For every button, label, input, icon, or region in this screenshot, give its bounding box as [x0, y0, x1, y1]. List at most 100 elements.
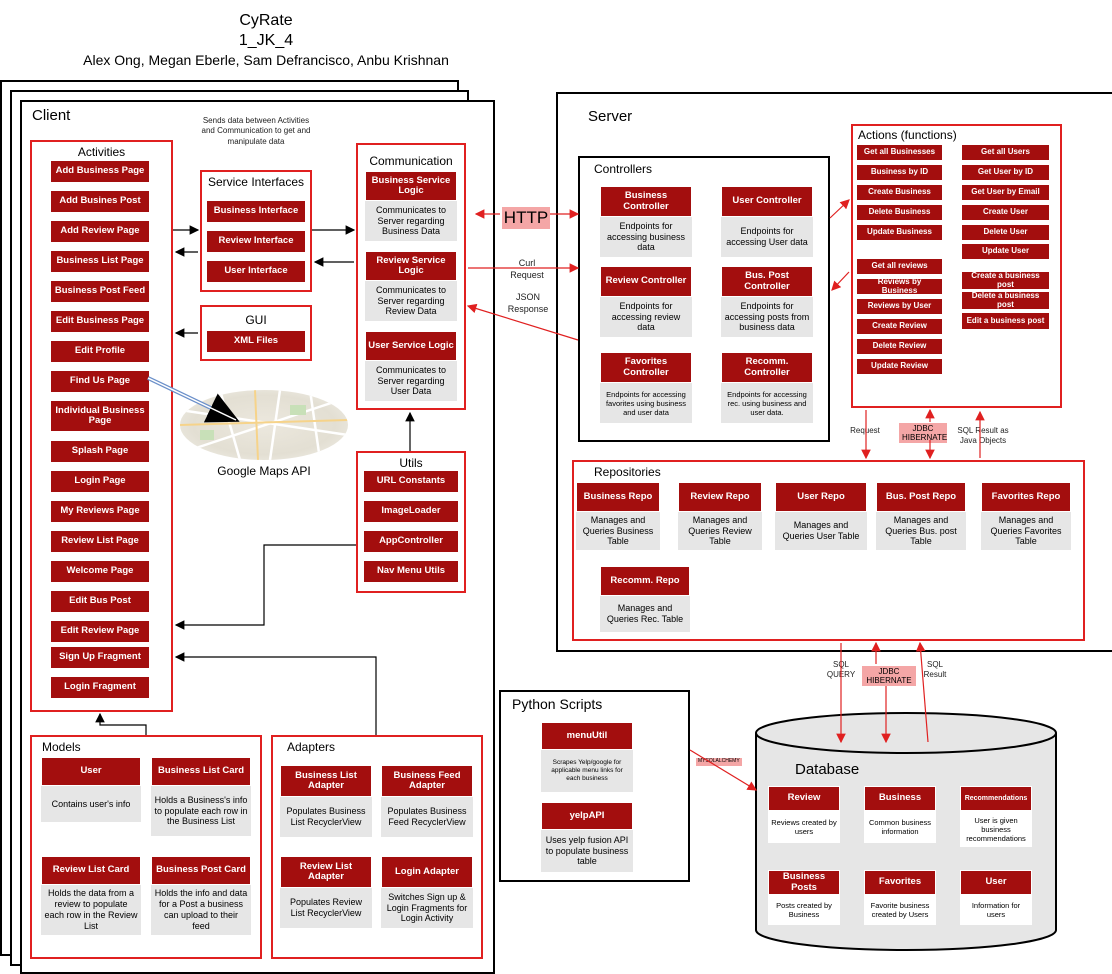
action-update-business[interactable]: Update Business: [856, 224, 943, 241]
activity-splash-page[interactable]: Splash Page: [50, 440, 150, 463]
activity-add-business-post[interactable]: Add Busines Post: [50, 190, 150, 213]
activity-sign-up-fragment[interactable]: Sign Up Fragment: [50, 646, 150, 669]
activity-business-post-feed[interactable]: Business Post Feed: [50, 280, 150, 303]
util-image-loader[interactable]: ImageLoader: [363, 500, 459, 523]
db-user-desc: Information for users: [960, 895, 1032, 925]
user-interface[interactable]: User Interface: [206, 260, 306, 283]
adapter-business-feed[interactable]: Business Feed Adapter: [381, 765, 473, 797]
activity-edit-business-page[interactable]: Edit Business Page: [50, 310, 150, 333]
action-create-user[interactable]: Create User: [961, 204, 1050, 221]
action-update-review[interactable]: Update Review: [856, 358, 943, 375]
util-app-controller[interactable]: AppController: [363, 530, 459, 553]
repo-recomm-desc: Manages and Queries Rec. Table: [600, 596, 690, 632]
action-create-review[interactable]: Create Review: [856, 318, 943, 335]
repo-user[interactable]: User Repo: [775, 482, 867, 512]
client-title: Client: [32, 107, 71, 124]
review-service-logic[interactable]: Review Service Logic: [365, 251, 457, 281]
activity-edit-review-page[interactable]: Edit Review Page: [50, 620, 150, 643]
action-business-by-id[interactable]: Business by ID: [856, 164, 943, 181]
model-business-post-card[interactable]: Business Post Card: [151, 856, 251, 885]
repo-review-desc: Manages and Queries Review Table: [678, 512, 762, 550]
action-delete-review[interactable]: Delete Review: [856, 338, 943, 355]
models-title: Models: [42, 740, 81, 754]
business-interface[interactable]: Business Interface: [206, 200, 306, 223]
adapter-review-list[interactable]: Review List Adapter: [280, 856, 372, 888]
db-jdbc-hibernate-label: JDBC HIBERNATE: [862, 666, 916, 687]
activity-welcome-page[interactable]: Welcome Page: [50, 560, 150, 583]
mysqlalchemy-label: MYSQLALCHEMY: [696, 758, 742, 766]
repo-review[interactable]: Review Repo: [678, 482, 762, 512]
repo-bus-post[interactable]: Bus. Post Repo: [876, 482, 966, 512]
action-edit-business-post[interactable]: Edit a business post: [961, 312, 1050, 330]
user-service-logic[interactable]: User Service Logic: [365, 331, 457, 361]
authors-label: Alex Ong, Megan Eberle, Sam Defrancisco,…: [83, 52, 449, 68]
controller-favorites[interactable]: Favorites Controller: [600, 352, 692, 383]
controller-review[interactable]: Review Controller: [600, 266, 692, 297]
db-user[interactable]: User: [960, 870, 1032, 895]
action-create-business[interactable]: Create Business: [856, 184, 943, 201]
action-update-user[interactable]: Update User: [961, 243, 1050, 260]
model-business-list-card[interactable]: Business List Card: [151, 757, 251, 786]
activity-login-fragment[interactable]: Login Fragment: [50, 676, 150, 699]
action-get-all-businesses[interactable]: Get all Businesses: [856, 144, 943, 161]
repositories-title: Repositories: [594, 465, 661, 479]
repo-recomm[interactable]: Recomm. Repo: [600, 566, 690, 596]
action-get-all-users[interactable]: Get all Users: [961, 144, 1050, 161]
activity-edit-bus-post[interactable]: Edit Bus Post: [50, 590, 150, 613]
business-service-logic[interactable]: Business Service Logic: [365, 171, 457, 201]
activity-find-us-page[interactable]: Find Us Page: [50, 370, 150, 393]
db-favorites[interactable]: Favorites: [864, 870, 936, 895]
adapter-business-feed-desc: Populates Business Feed RecyclerView: [381, 797, 473, 837]
json-response-label: JSON Response: [507, 292, 549, 314]
xml-files[interactable]: XML Files: [206, 330, 306, 353]
activity-edit-profile[interactable]: Edit Profile: [50, 340, 150, 363]
script-menuutil[interactable]: menuUtil: [541, 722, 633, 750]
activity-login-page[interactable]: Login Page: [50, 470, 150, 493]
database-title: Database: [795, 761, 860, 778]
action-delete-business[interactable]: Delete Business: [856, 204, 943, 221]
action-get-all-reviews[interactable]: Get all reviews: [856, 258, 943, 275]
sql-result-objects-label: SQL Result as Java Objects: [957, 426, 1009, 446]
adapter-business-list[interactable]: Business List Adapter: [280, 765, 372, 797]
controller-review-desc: Endpoints for accessing review data: [600, 297, 692, 337]
activity-business-list-page[interactable]: Business List Page: [50, 250, 150, 273]
model-review-list-card[interactable]: Review List Card: [41, 856, 141, 885]
repo-favorites[interactable]: Favorites Repo: [981, 482, 1071, 512]
user-service-logic-desc: Communicates to Server regarding User Da…: [365, 361, 457, 401]
controller-recomm[interactable]: Recomm. Controller: [721, 352, 813, 383]
action-reviews-by-business[interactable]: Reviews by Business: [856, 277, 943, 295]
action-delete-business-post[interactable]: Delete a business post: [961, 291, 1050, 310]
action-reviews-by-user[interactable]: Reviews by User: [856, 298, 943, 315]
db-review[interactable]: Review: [768, 786, 840, 811]
action-get-user-by-email[interactable]: Get User by Email: [961, 184, 1050, 201]
activity-review-list-page[interactable]: Review List Page: [50, 530, 150, 553]
controller-user[interactable]: User Controller: [721, 186, 813, 217]
activity-my-reviews-page[interactable]: My Reviews Page: [50, 500, 150, 523]
controller-bus-post[interactable]: Bus. Post Controller: [721, 266, 813, 297]
activity-add-business-page[interactable]: Add Business Page: [50, 160, 150, 183]
action-get-user-by-id[interactable]: Get User by ID: [961, 164, 1050, 181]
review-interface[interactable]: Review Interface: [206, 230, 306, 253]
util-url-constants[interactable]: URL Constants: [363, 470, 459, 493]
adapter-review-list-desc: Populates Review List RecyclerView: [280, 888, 372, 928]
activity-add-review-page[interactable]: Add Review Page: [50, 220, 150, 243]
activity-individual-business-page[interactable]: Individual Business Page: [50, 400, 150, 432]
utils-title: Utils: [399, 456, 423, 470]
db-business-posts[interactable]: Business Posts: [768, 870, 840, 895]
repo-favorites-desc: Manages and Queries Favorites Table: [981, 512, 1071, 550]
db-recommendations[interactable]: Recommendations: [960, 786, 1032, 811]
action-delete-user[interactable]: Delete User: [961, 224, 1050, 241]
repo-business[interactable]: Business Repo: [576, 482, 660, 512]
review-service-logic-desc: Communicates to Server regarding Review …: [365, 281, 457, 321]
db-business[interactable]: Business: [864, 786, 936, 811]
repo-business-desc: Manages and Queries Business Table: [576, 512, 660, 550]
model-user[interactable]: User: [41, 757, 141, 786]
adapter-login[interactable]: Login Adapter: [381, 856, 473, 888]
controller-business[interactable]: Business Controller: [600, 186, 692, 217]
util-nav-menu-utils[interactable]: Nav Menu Utils: [363, 560, 459, 583]
db-business-desc: Common business information: [864, 811, 936, 843]
script-yelpapi[interactable]: yelpAPI: [541, 802, 633, 830]
action-create-business-post[interactable]: Create a business post: [961, 271, 1050, 290]
diagram-title: CyRate: [239, 12, 293, 29]
repo-bus-post-desc: Manages and Queries Bus. post Table: [876, 512, 966, 550]
